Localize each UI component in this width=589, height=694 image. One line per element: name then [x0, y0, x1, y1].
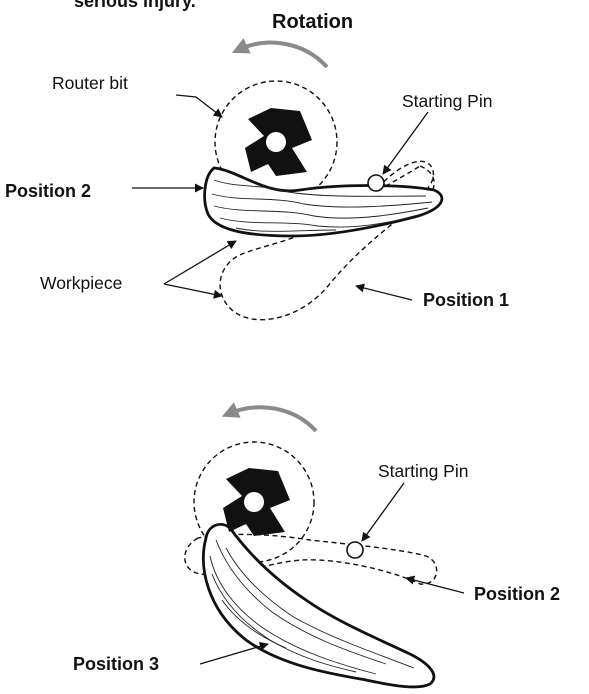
rotation-label: Rotation — [272, 11, 353, 33]
starting-pin-label-top: Starting Pin — [402, 91, 492, 111]
workpiece-position-2-outline — [184, 533, 438, 585]
wood-grain-top — [211, 179, 433, 232]
pin-loop-outline — [377, 160, 434, 193]
workpiece-label: Workpiece — [40, 273, 122, 293]
rotation-arrow-icon — [221, 402, 318, 433]
position-2-label-bottom: Position 2 — [474, 584, 560, 604]
bottom-figure: Starting Pin Position 2 Position 3 — [73, 402, 560, 689]
wood-grain-bottom — [209, 539, 415, 675]
position-1-label: Position 1 — [423, 290, 509, 310]
router-bit-label: Router bit — [52, 73, 128, 93]
position-3-label: Position 3 — [73, 654, 159, 674]
workpiece-position-2 — [203, 166, 444, 238]
starting-pin-label-bottom: Starting Pin — [378, 461, 468, 481]
starting-pin-bottom — [346, 541, 364, 559]
router-bit-cutter — [223, 468, 290, 536]
router-bit-cutter — [245, 108, 312, 176]
position-2-label-top: Position 2 — [5, 181, 91, 201]
rotation-arrow-icon — [231, 38, 329, 69]
partial-warning-text: serious injury. — [74, 0, 196, 11]
top-figure: Router bit Starting Pin Position 2 Workp… — [5, 38, 509, 321]
starting-pin-top — [367, 174, 385, 192]
